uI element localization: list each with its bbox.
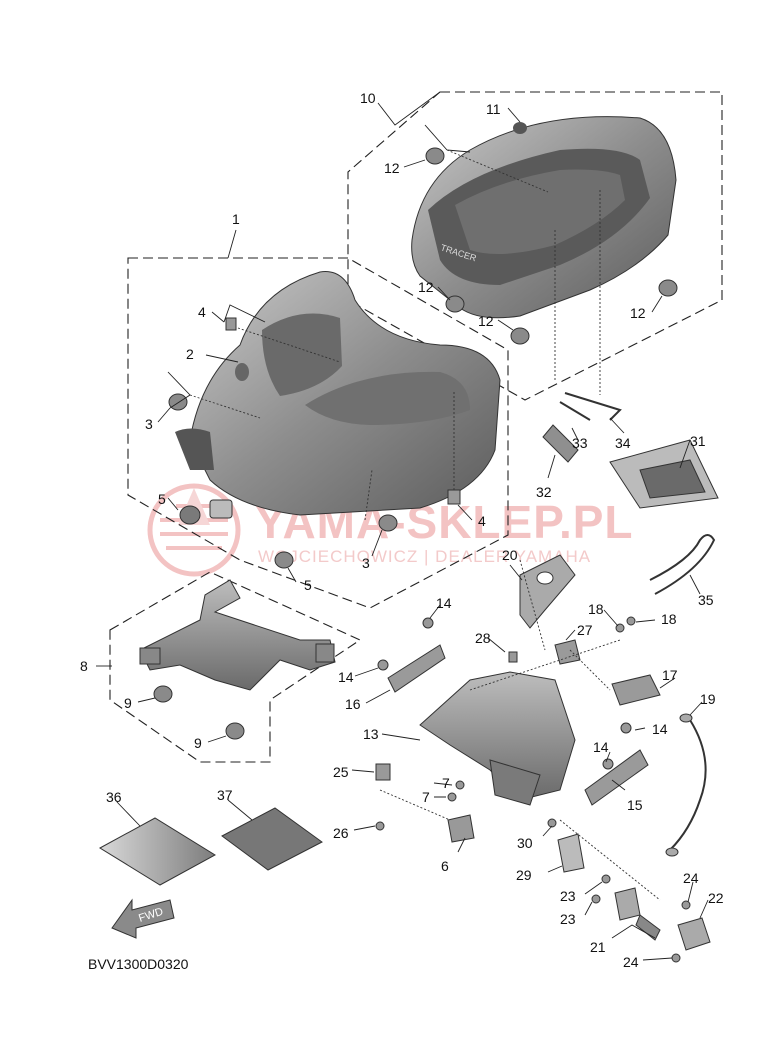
part-label-14: 14: [338, 669, 354, 685]
seat-bracket: [139, 579, 336, 740]
part-label-18: 18: [661, 611, 677, 627]
part-labels: 1 2 3 3 4 4 5 5 6 7 7 8 9 9 10 11 12 12 …: [80, 90, 724, 970]
part-label-29: 29: [516, 867, 532, 883]
part-label-24: 24: [683, 870, 699, 886]
part-label-12: 12: [384, 160, 400, 176]
part-label-31: 31: [690, 433, 706, 449]
part-label-6: 6: [441, 858, 449, 874]
part-label-17: 17: [662, 667, 678, 683]
part-label-36: 36: [106, 789, 122, 805]
part-label-18: 18: [588, 601, 604, 617]
part-label-8: 8: [80, 658, 88, 674]
seat-cable: [665, 713, 707, 857]
front-seat-small-parts: [168, 317, 461, 569]
part-label-14: 14: [593, 739, 609, 755]
part-label-16: 16: [345, 696, 361, 712]
part-label-7: 7: [422, 789, 430, 805]
part-label-3: 3: [362, 555, 370, 571]
part-label-12: 12: [478, 313, 494, 329]
part-label-14: 14: [436, 595, 452, 611]
part-label-10: 10: [360, 90, 376, 106]
part-label-24: 24: [623, 954, 639, 970]
part-label-3: 3: [145, 416, 153, 432]
group-10-boundary: [347, 91, 723, 401]
part-label-13: 13: [363, 726, 379, 742]
part-label-2: 2: [186, 346, 194, 362]
front-seat: [175, 271, 501, 516]
part-label-25: 25: [333, 764, 349, 780]
part-label-23: 23: [560, 888, 576, 904]
part-label-19: 19: [700, 691, 716, 707]
part-label-5: 5: [304, 577, 312, 593]
part-label-7: 7: [442, 775, 450, 791]
part-label-4: 4: [198, 304, 206, 320]
part-label-4: 4: [478, 513, 486, 529]
part-label-14: 14: [652, 721, 668, 737]
rear-seat: TRACER: [411, 116, 677, 319]
manuals: [99, 807, 323, 886]
seat-stays: [387, 639, 661, 806]
part-label-32: 32: [536, 484, 552, 500]
part-label-33: 33: [572, 435, 588, 451]
part-label-34: 34: [615, 435, 631, 451]
part-label-27: 27: [577, 622, 593, 638]
rear-seat-dampers: [425, 147, 678, 345]
part-label-28: 28: [475, 630, 491, 646]
part-label-12: 12: [418, 279, 434, 295]
leader-lines: [96, 91, 709, 961]
part-label-15: 15: [627, 797, 643, 813]
part-label-23: 23: [560, 911, 576, 927]
lock-set: [591, 874, 711, 963]
small-fasteners: [375, 616, 636, 873]
part-label-20: 20: [502, 547, 518, 563]
part-label-9: 9: [124, 695, 132, 711]
part-label-21: 21: [590, 939, 606, 955]
diagram-code: BVV1300D0320: [88, 956, 189, 972]
part-label-37: 37: [217, 787, 233, 803]
tool-kit: [542, 392, 719, 595]
part-label-35: 35: [698, 592, 714, 608]
part-label-30: 30: [517, 835, 533, 851]
part-label-22: 22: [708, 890, 724, 906]
group-1-boundary: [127, 257, 509, 609]
guide-lines: [189, 149, 661, 901]
part-label-9: 9: [194, 735, 202, 751]
part-label-26: 26: [333, 825, 349, 841]
seat-lock-assembly: [419, 554, 576, 806]
part-label-11: 11: [486, 101, 501, 117]
part-label-12: 12: [630, 305, 646, 321]
watermark-sub: WOJCIECHOWICZ | DEALER YAMAHA: [258, 547, 591, 566]
part-label-1: 1: [232, 211, 240, 227]
group-8-boundary: [109, 571, 362, 763]
forward-arrow: FWD: [111, 898, 175, 939]
part-label-5: 5: [158, 491, 166, 507]
